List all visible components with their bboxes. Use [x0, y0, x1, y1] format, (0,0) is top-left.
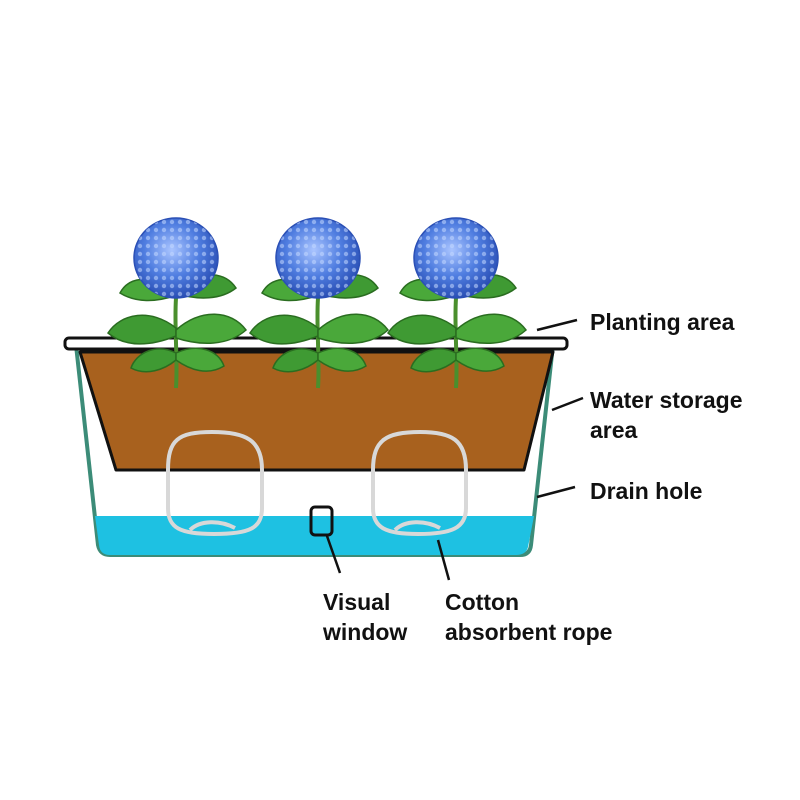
visual-window-leader [325, 535, 342, 574]
water-storage-leader [551, 396, 584, 412]
cotton-rope-right [371, 429, 468, 537]
cotton-rope-label-line2: absorbent rope [445, 619, 612, 645]
water-storage-label-line1: Water storage [590, 387, 743, 413]
soil-planting-area [78, 350, 555, 472]
cotton-rope-left [166, 429, 264, 537]
visual-window-label-line2: window [322, 619, 407, 645]
drain-hole-label: Drain hole [590, 478, 702, 504]
planting-area-label: Planting area [590, 309, 735, 335]
cotton-rope-label-line1: Cotton [445, 589, 519, 615]
visual-window-label-line1: Visual [323, 589, 390, 615]
cotton-rope-leader [436, 539, 451, 581]
planting-area-leader [536, 318, 578, 332]
visual-window [309, 505, 334, 537]
water-storage-label-line2: area [590, 417, 638, 443]
drain-hole-leader [536, 485, 576, 499]
